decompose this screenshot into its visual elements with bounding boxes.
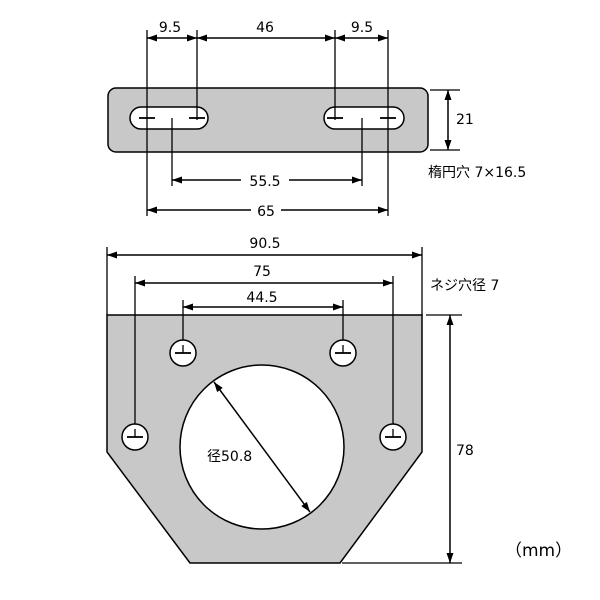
top-view: 9.5 46 9.5 21 楕円穴 7×16.5 55 [107,20,526,220]
bore-diameter-line [213,381,311,513]
oval-slot-left [129,106,209,130]
top-dim-left-label: 9.5 [159,20,181,36]
front-view: 90.5 75 44.5 ネジ穴径 7 [106,236,499,564]
outer-dim-label: 65 [257,204,275,220]
inner-dim-label-bg [241,170,289,190]
top-dim-center-label: 46 [256,20,274,36]
top-height-label: 21 [456,112,474,128]
inner-holes-dim-label: 44.5 [246,290,277,306]
outer-holes-dim-label: 75 [253,264,271,280]
unit-label: （mm） [505,541,572,561]
outer-dim-label-bg [251,200,281,220]
inner-dim-label: 55.5 [249,174,280,190]
top-plate [107,87,429,153]
top-dim-right-label: 9.5 [351,20,373,36]
screw-hole-note: ネジ穴径 7 [430,278,499,294]
oval-hole-note: 楕円穴 7×16.5 [428,164,526,181]
bore-diameter-label: 径50.8 [207,449,252,465]
width-dim-label: 90.5 [249,236,280,252]
front-height-label: 78 [456,443,474,459]
oval-slot-right [323,106,405,130]
